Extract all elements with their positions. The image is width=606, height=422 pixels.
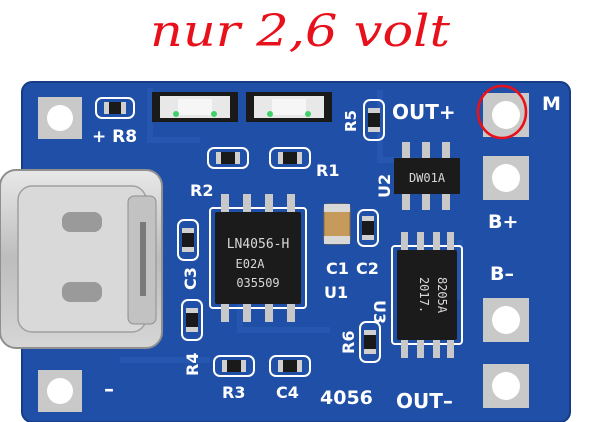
label-r5: R5 xyxy=(342,110,360,132)
handwritten-annotation: nur 2,6 volt xyxy=(150,6,528,140)
label-minus: – xyxy=(104,377,114,401)
label-plus-r8: + R8 xyxy=(92,127,137,147)
label-model-4056: 4056 xyxy=(320,387,373,409)
main-ic-line1: LN4056-H xyxy=(227,237,290,252)
capacitor-c4 xyxy=(269,355,311,377)
resistor-r6 xyxy=(359,321,381,363)
label-r3: R3 xyxy=(222,383,245,402)
label-b-minus: B– xyxy=(490,263,514,285)
protection-ic-u2: DW01A xyxy=(394,142,460,210)
resistor-r4 xyxy=(181,299,203,341)
pad-b-minus xyxy=(483,298,529,342)
resistor-r3 xyxy=(213,355,255,377)
pad-b-plus xyxy=(483,156,529,200)
mosfet-ic-line2: 2017. xyxy=(417,277,431,313)
resistor-r2 xyxy=(207,147,249,169)
label-c1: C1 xyxy=(326,259,349,278)
pad-bottom-left xyxy=(38,370,82,412)
main-ic-line2: E02A xyxy=(236,257,266,271)
capacitor-c1 xyxy=(323,203,351,245)
label-c4: C4 xyxy=(276,383,299,402)
handwritten-note: nur 2,6 volt xyxy=(150,6,450,57)
label-u3: U3 xyxy=(370,300,389,324)
circle-highlight-out-plus-pad xyxy=(476,84,528,140)
mosfet-ic-u3: 8205A 2017. xyxy=(391,232,463,358)
resistor-r5 xyxy=(363,99,385,141)
pad-out-minus xyxy=(483,364,529,408)
resistor-r1 xyxy=(269,147,311,169)
pad-out-plus xyxy=(483,93,529,137)
label-u2: U2 xyxy=(375,174,394,198)
silkscreen-labels: + R8 R5 OUT+ M R1 R2 U2 B+ C3 C1 C2 B– U… xyxy=(92,93,561,413)
label-r4: R4 xyxy=(183,353,202,376)
label-m: M xyxy=(542,93,561,115)
mosfet-ic-line1: 8205A xyxy=(435,277,449,314)
label-r6: R6 xyxy=(339,331,358,354)
protection-ic-label: DW01A xyxy=(409,171,446,185)
label-out-minus: OUT– xyxy=(396,389,453,413)
resistor-r8 xyxy=(95,97,135,119)
label-u1: U1 xyxy=(324,283,348,302)
pad-top-left xyxy=(38,97,82,139)
main-ic-u1: LN4056-H E02A 035509 xyxy=(209,194,307,322)
label-r2: R2 xyxy=(190,181,213,200)
label-b-plus: B+ xyxy=(488,211,518,233)
smd-components xyxy=(95,97,385,377)
capacitor-c3 xyxy=(177,219,199,261)
capacitor-c2 xyxy=(357,209,379,247)
label-r1: R1 xyxy=(316,161,339,180)
usb-c-connector xyxy=(0,169,163,349)
label-out-plus: OUT+ xyxy=(392,100,456,124)
main-ic-line3: 035509 xyxy=(236,276,279,290)
led-indicators xyxy=(152,92,332,122)
solder-pads xyxy=(38,93,529,412)
label-c3: C3 xyxy=(181,267,200,290)
label-c2: C2 xyxy=(356,259,379,278)
